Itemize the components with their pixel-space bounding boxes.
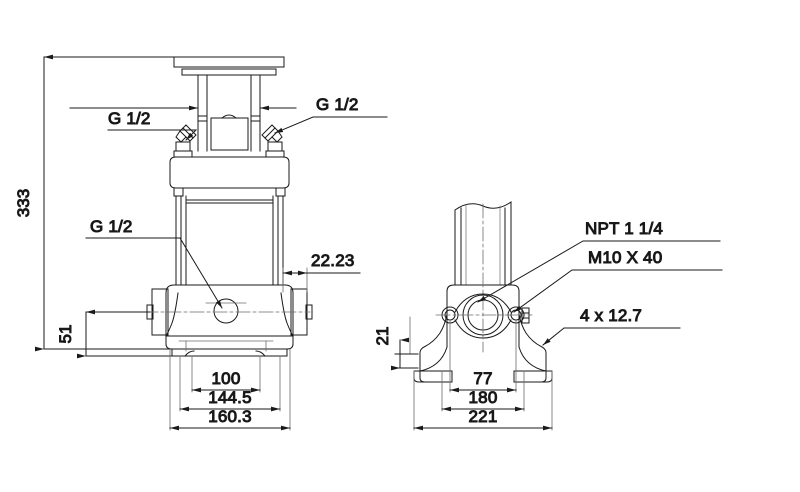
dim-label-51: 51: [56, 325, 75, 344]
dim-label-g12-drain: G 1/2: [90, 217, 133, 236]
callout-g12-left: G 1/2: [107, 109, 198, 141]
callout-npt: NPT 1 1/4: [477, 219, 721, 303]
dim-port-offset-2223: 22.23: [282, 251, 361, 293]
dim-label-160.3: 160.3: [208, 407, 252, 426]
dim-bolt-hole-spacing-77: 77: [449, 319, 517, 393]
dim-label-m10: M10 X 40: [588, 248, 662, 267]
dim-label-180: 180: [469, 388, 498, 407]
dim-label-77: 77: [473, 369, 492, 388]
side-drain-boss: [521, 307, 530, 324]
right-view-dimensions: NPT 1 1/4 M10 X 40 4 x 12.7 21 77: [373, 219, 723, 431]
dim-label-4x12.7: 4 x 12.7: [580, 306, 642, 325]
dim-centerline-height-51: 51: [56, 309, 173, 359]
centerlines-left-view: [143, 302, 311, 313]
dim-label-g12-left: G 1/2: [108, 109, 151, 128]
left-view-pump-geometry: [143, 56, 313, 357]
callout-m10: M10 X 40: [513, 248, 723, 313]
dim-label-144.5: 144.5: [208, 388, 252, 407]
motor-top-plate: [173, 56, 285, 76]
dim-label-100: 100: [212, 369, 241, 388]
right-view-base-geometry: [413, 201, 553, 383]
chamber-stack: [175, 195, 284, 286]
left-view-dimensions: 333 G 1/2 G 1/2 G 1/2 22.23: [14, 54, 388, 431]
right-gauge-fitting: [261, 124, 285, 158]
dim-label-npt: NPT 1 1/4: [585, 219, 663, 238]
dim-base-inner-144-5: 144.5: [179, 355, 281, 412]
pump-head: [169, 156, 290, 197]
callout-foot-holes: 4 x 12.7: [542, 306, 681, 346]
centerlines-right-view: [435, 203, 533, 353]
pump-base-casting: [165, 284, 294, 357]
dim-label-22.23: 22.23: [311, 251, 355, 270]
dim-label-g12-right: G 1/2: [316, 95, 359, 114]
motor-stool: [197, 74, 261, 152]
base-hatch-lines: [178, 340, 274, 352]
dim-foot-height-21: 21: [373, 316, 419, 371]
callout-g12-right: G 1/2: [274, 95, 388, 134]
dim-base-width-180: 180: [441, 370, 525, 412]
callout-g12-drain: G 1/2: [85, 217, 223, 309]
drain-plug-boss: [213, 298, 239, 324]
dim-bolt-spacing-100: 100: [191, 355, 261, 393]
dim-label-221: 221: [469, 407, 498, 426]
dim-overall-height-333: 333: [14, 54, 177, 352]
dim-base-overall-221: 221: [413, 370, 553, 431]
terminal-box: [210, 114, 249, 151]
dim-label-333: 333: [14, 189, 33, 217]
dim-base-overall-160-3: 160.3: [169, 348, 291, 431]
dim-label-21: 21: [373, 327, 392, 346]
